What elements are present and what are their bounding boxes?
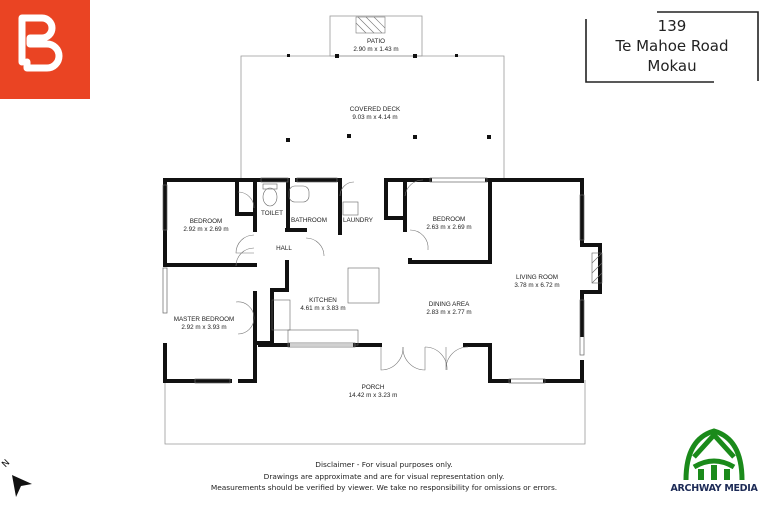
b-logo-icon	[18, 14, 63, 72]
disclaimer: Disclaimer - For visual purposes only. D…	[184, 459, 584, 494]
disclaimer-line-1: Disclaimer - For visual purposes only.	[315, 460, 453, 469]
fixtures	[262, 183, 603, 346]
archway-arch-icon	[683, 428, 745, 481]
patio-hatch	[355, 16, 386, 34]
doors	[235, 179, 469, 371]
room-label-toilet: TOILET	[261, 210, 283, 217]
compass: N	[0, 455, 40, 500]
room-label-laundry: LAUNDRY	[343, 217, 373, 224]
disclaimer-line-3: Measurements should be verified by viewe…	[210, 483, 558, 492]
archway-media-name: ARCHWAY MEDIA	[670, 483, 758, 494]
north-arrow-icon	[12, 475, 32, 497]
address-frame	[585, 11, 759, 83]
room-label-bathroom: BATHROOM	[291, 217, 327, 224]
deck-posts	[286, 54, 491, 142]
brand-logo	[0, 0, 90, 99]
address-town: Mokau	[647, 57, 697, 75]
address-number: 139	[657, 17, 687, 35]
archway-media-logo: ARCHWAY MEDIA	[660, 425, 768, 505]
address-block: 139 Te Mahoe Road Mokau	[584, 10, 760, 84]
address-street: Te Mahoe Road	[615, 37, 729, 55]
room-label-hall: HALL	[276, 245, 292, 252]
disclaimer-line-2: Drawings are approximate and are for vis…	[263, 471, 505, 481]
